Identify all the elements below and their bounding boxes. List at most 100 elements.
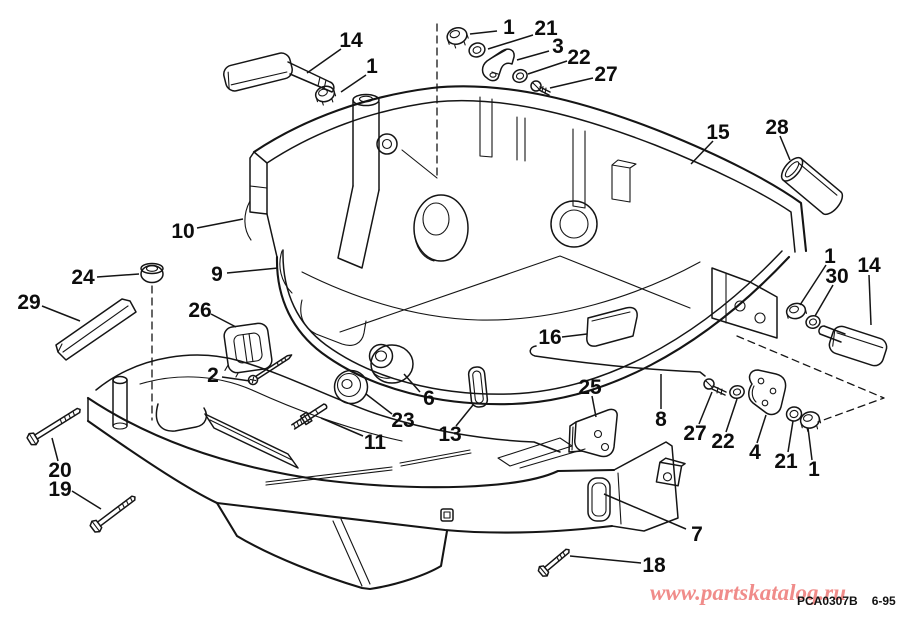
nut-handle-port — [314, 85, 337, 106]
alignment-axes — [151, 23, 885, 423]
part-number-22-26: 22 — [711, 430, 734, 453]
callout-leader-24-11 — [96, 273, 140, 278]
callout-leader-21-28 — [787, 420, 794, 453]
stud-11 — [291, 403, 328, 430]
clip-3 — [481, 48, 515, 82]
drawing-code: PCA0307B — [797, 594, 858, 608]
callout-leader-29-12 — [41, 305, 81, 322]
part-number-11-24: 11 — [364, 431, 387, 454]
part-number-26-13: 26 — [188, 299, 211, 322]
part-number-6-21: 6 — [423, 387, 435, 410]
cover-end-panel — [587, 441, 686, 532]
callout-leader-23-22 — [365, 393, 393, 415]
part-number-8-19: 8 — [655, 408, 667, 431]
part-number-1-29: 1 — [808, 458, 820, 481]
skeg-fin — [215, 501, 449, 591]
part-number-10-9: 10 — [171, 220, 194, 243]
callout-leader-14-17 — [868, 274, 872, 326]
callout-leader-26-13 — [210, 313, 237, 328]
drawing-plate-row: PCA0307B 6-95 — [797, 594, 896, 608]
nut-top — [446, 27, 469, 49]
washer-22-bottom — [729, 384, 745, 400]
washer-21-bottom — [785, 406, 803, 422]
callout-leader-1-15 — [799, 264, 827, 306]
part-number-28-8: 28 — [765, 116, 789, 139]
part-number-27-6: 27 — [594, 63, 617, 86]
screw-27-bottom — [703, 378, 727, 396]
part-number-2-14: 2 — [207, 364, 219, 387]
callout-leader-28-8 — [779, 135, 791, 161]
part-number-18-31: 18 — [642, 554, 666, 577]
callout-leader-9-10 — [226, 267, 279, 274]
part-number-9-10: 9 — [211, 263, 223, 286]
callout-leader-1-1 — [340, 74, 367, 93]
nut-starboard — [785, 302, 808, 320]
washer-23 — [333, 369, 369, 405]
callout-leader-20-32 — [51, 437, 59, 462]
callout-leader-1-2 — [469, 30, 498, 35]
part-number-21-3: 21 — [534, 17, 558, 40]
callout-leader-10-9 — [196, 218, 244, 229]
watermark-text: www.partskatalog.ru — [650, 580, 846, 605]
fuel-fitting-post — [112, 375, 128, 430]
latch-keeper-26 — [223, 322, 273, 378]
handle-grip-starboard — [818, 325, 888, 367]
part-number-13-23: 13 — [438, 423, 461, 446]
drawing-date-code: 6-95 — [871, 594, 896, 608]
callout-leader-27-25 — [698, 391, 713, 425]
trim-strip-29 — [55, 298, 137, 361]
handle-grip-port — [223, 52, 335, 93]
shift-lever-rubber — [586, 306, 638, 347]
callout-leader-18-31 — [569, 555, 642, 564]
part-number-23-22: 23 — [391, 409, 414, 432]
seal-strip-13 — [467, 366, 489, 408]
part-number-4-27: 4 — [749, 441, 761, 464]
hardware — [26, 27, 888, 577]
callout-leader-13-23 — [455, 404, 474, 427]
callout-leader-11-24 — [320, 417, 364, 437]
screw-2 — [247, 354, 293, 386]
bracket-25 — [568, 408, 618, 458]
part-number-22-5: 22 — [567, 46, 590, 69]
part-number-14-0: 14 — [339, 29, 363, 52]
bushing-28 — [780, 156, 844, 216]
part-number-19-33: 19 — [48, 478, 71, 501]
part-number-14-17: 14 — [857, 254, 881, 277]
part-number-1-2: 1 — [503, 16, 515, 39]
callout-leader-16-18 — [561, 333, 588, 338]
washer-22-top — [512, 68, 528, 84]
callout-leader-22-26 — [725, 398, 738, 433]
callout-leader-1-29 — [807, 427, 813, 461]
callout-leader-2-14 — [221, 376, 251, 382]
link-wire — [529, 345, 706, 377]
callout-leader-30-16 — [814, 284, 834, 317]
callout-leader-21-3 — [487, 34, 534, 50]
callout-leader-6-21 — [403, 373, 421, 393]
part-number-1-15: 1 — [824, 245, 836, 268]
part-number-30-16: 30 — [825, 265, 848, 288]
part-number-15-7: 15 — [706, 121, 730, 144]
bolt-19 — [89, 495, 136, 533]
part-number-1-1: 1 — [366, 55, 378, 78]
latch-block — [655, 457, 686, 487]
part-number-27-25: 27 — [683, 422, 706, 445]
callout-leader-27-6 — [549, 77, 594, 89]
washer-21-top — [468, 42, 486, 58]
screw-27-top — [530, 80, 551, 96]
part-number-29-12: 29 — [17, 291, 40, 314]
washer-30 — [805, 314, 821, 330]
part-number-7-30: 7 — [691, 523, 703, 546]
callout-leader-7-30 — [603, 493, 687, 530]
callout-leader-25-20 — [591, 395, 597, 418]
part-number-21-28: 21 — [774, 450, 798, 473]
callout-leader-15-7 — [690, 140, 714, 165]
part-number-3-4: 3 — [552, 35, 564, 58]
rear-mount-bracket — [711, 267, 778, 339]
nut-1-bottom — [799, 411, 822, 432]
part-number-16-18: 16 — [538, 326, 561, 349]
callout-leader-22-5 — [527, 60, 568, 75]
callout-leader-4-27 — [756, 414, 767, 444]
